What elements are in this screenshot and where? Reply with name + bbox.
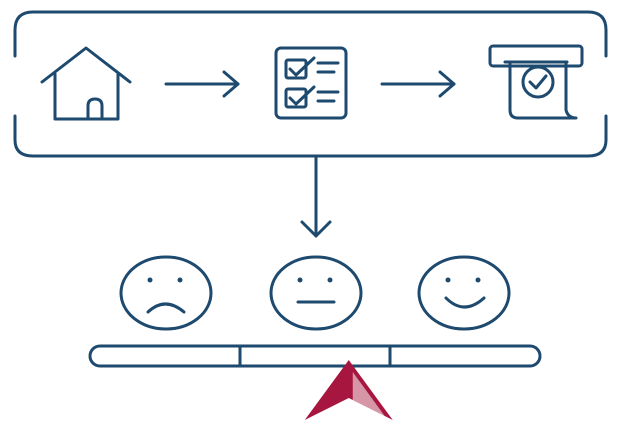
neutral-face-icon (269, 255, 363, 331)
happy-face-icon (417, 255, 511, 331)
arrow-right-icon (380, 70, 456, 98)
receipt-check-icon (488, 44, 584, 120)
rating-indicator-icon (304, 360, 393, 420)
process-frame (13, 10, 608, 158)
checklist-icon (274, 46, 348, 120)
arrow-right-icon (164, 70, 240, 98)
house-icon (40, 46, 132, 121)
rating-scale (88, 344, 542, 368)
arrow-down-icon (300, 154, 332, 238)
sad-face-icon (119, 255, 213, 331)
